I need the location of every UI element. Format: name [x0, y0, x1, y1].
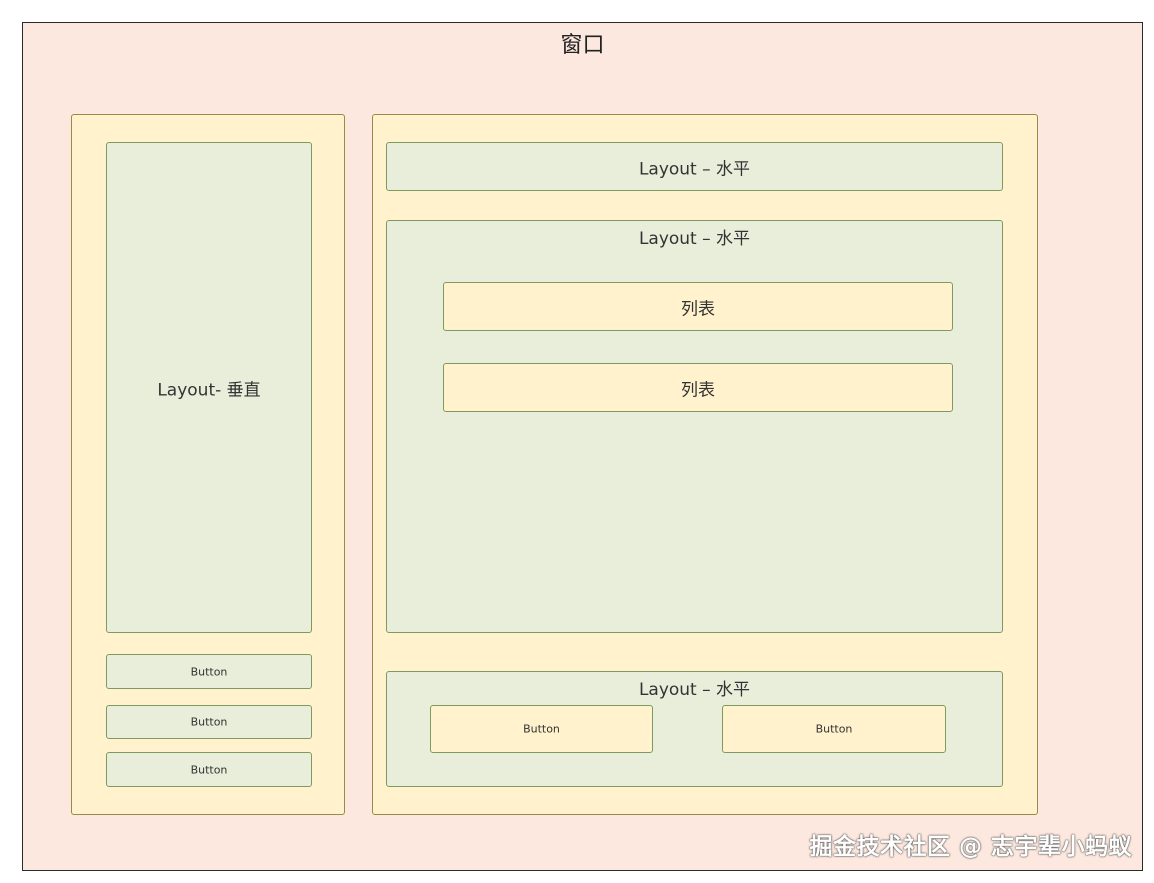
vertical-layout: Layout- 垂直: [106, 142, 312, 633]
bottom-button-2[interactable]: Button: [722, 705, 946, 753]
vertical-layout-label: Layout- 垂直: [157, 380, 261, 400]
left-button-3-label: Button: [190, 763, 228, 776]
top-horizontal-layout-label: Layout – 水平: [638, 159, 751, 179]
list-2[interactable]: 列表: [443, 363, 953, 412]
watermark: 掘金技术社区 @ 志宇辈小蚂蚁: [809, 834, 1132, 860]
left-button-3[interactable]: Button: [106, 752, 312, 787]
top-horizontal-layout: Layout – 水平: [386, 142, 1003, 191]
middle-horizontal-layout-label: Layout – 水平: [638, 229, 751, 249]
list-1[interactable]: 列表: [443, 282, 953, 331]
bottom-button-2-label: Button: [815, 722, 853, 736]
left-button-2-label: Button: [190, 715, 228, 729]
list-1-label: 列表: [681, 299, 715, 319]
bottom-button-1-label: Button: [523, 722, 560, 736]
list-2-label: 列表: [681, 380, 715, 400]
left-button-2[interactable]: Button: [106, 705, 312, 739]
left-button-1[interactable]: Button: [106, 654, 312, 689]
bottom-horizontal-layout-label: Layout – 水平: [638, 680, 751, 700]
left-button-1-label: Button: [190, 665, 228, 678]
window-title: 窗口: [560, 33, 605, 58]
bottom-button-1[interactable]: Button: [430, 705, 653, 753]
